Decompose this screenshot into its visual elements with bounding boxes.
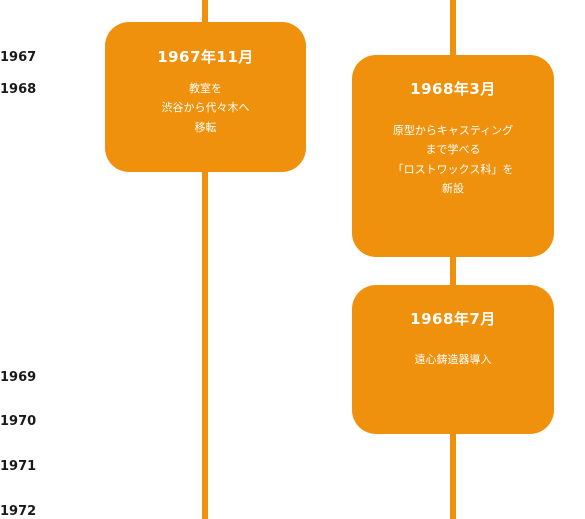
year-label-1968: 1968 <box>0 82 37 97</box>
event-date: 1968年7月 <box>410 310 496 328</box>
year-label-1970: 1970 <box>0 414 37 429</box>
event-description: 教室を 渋谷から代々木へ 移転 <box>161 82 250 134</box>
event-date: 1968年3月 <box>410 80 496 98</box>
year-label-1969: 1969 <box>0 370 37 385</box>
event-card-1968-07: 1968年7月 遠心鋳造器導入 <box>352 285 554 434</box>
event-description: 遠心鋳造器導入 <box>414 353 492 366</box>
event-date: 1967年11月 <box>157 48 254 66</box>
event-card-1967-11: 1967年11月 教室を 渋谷から代々木へ 移転 <box>105 22 306 172</box>
timeline-line-left <box>202 0 208 519</box>
event-description: 原型からキャスティング まで学べる 「ロストワックス科」を 新設 <box>392 124 514 195</box>
event-card-1968-03: 1968年3月 原型からキャスティング まで学べる 「ロストワックス科」を 新設 <box>352 55 554 257</box>
timeline-line-right <box>450 0 456 519</box>
year-label-1972: 1972 <box>0 504 37 519</box>
year-label-1967: 1967 <box>0 50 37 65</box>
year-label-1971: 1971 <box>0 459 37 474</box>
